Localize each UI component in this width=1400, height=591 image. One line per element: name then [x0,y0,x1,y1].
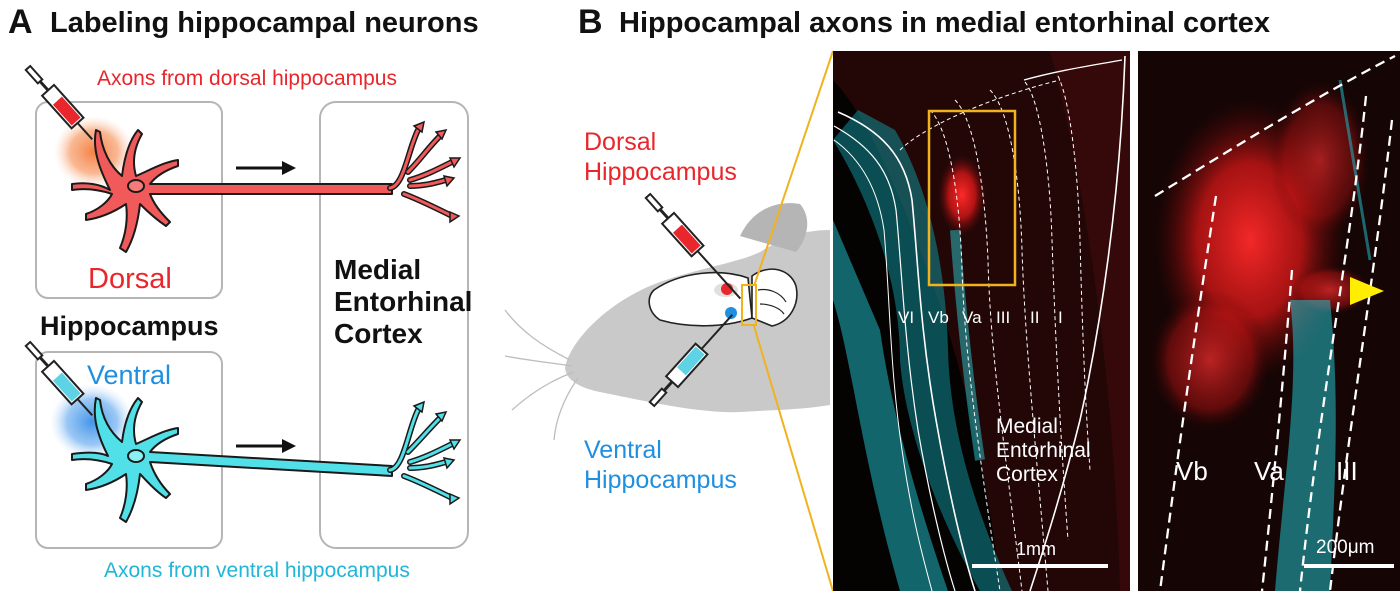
micrograph-overview [833,51,1130,591]
arrowhead-icon [1350,277,1384,305]
layer-label-iii: III [996,308,1011,327]
ventral-neuron [71,397,393,523]
hippocampus-label: Hippocampus [40,311,219,341]
layer-label-va: Va [962,308,982,327]
mec-box [319,101,469,549]
label-line: Cortex [996,463,1058,486]
mec-label: Medial Entorhinal Cortex [334,254,472,350]
panel-b-letter: B [578,3,603,41]
label-line: Medial [996,415,1058,438]
zoom-layer-vb: Vb [1176,456,1208,486]
scale-bar-label: 1mm [1016,539,1056,559]
dorsal-axon-terminal [387,127,455,219]
label-line: Ventral [584,436,662,464]
layer-label-ii: II [1030,308,1040,327]
layer-label-vb: Vb [928,308,949,327]
layer-label-i: I [1058,308,1063,327]
label-line: Hippocampus [584,158,737,186]
mec-location-box [741,284,757,326]
micrograph-zoom [1138,51,1400,591]
panel-b-title: Hippocampal axons in medial entorhinal c… [619,7,1271,39]
panel-a-title: Labeling hippocampal neurons [50,7,479,39]
arrow-right-icon [236,161,296,175]
ventral-neuron-box [35,351,223,549]
zoom-layer-va: Va [1254,456,1284,486]
syringe-icon [648,314,734,408]
dorsal-label: Dorsal [88,263,172,295]
mec-label-line: Entorhinal [334,286,473,317]
label-line: Hippocampus [584,466,737,494]
syringe-icon [24,340,93,417]
zoom-layer-iii: III [1336,456,1358,486]
panel-a-letter: A [8,3,33,41]
ventral-axons-label: Axons from ventral hippocampus [104,559,410,582]
mec-label-line: Medial [334,254,422,285]
mec-label-line: Cortex [334,318,423,349]
ventral-hippocampus-label: Ventral Hippocampus [584,435,737,495]
syringe-icon [24,64,93,141]
dorsal-hippocampus-label: Dorsal Hippocampus [584,127,737,187]
layer-label-vi: VI [898,308,915,327]
syringe-icon [644,192,742,300]
zoom-line [753,50,834,287]
arrow-right-icon [236,439,296,453]
mec-micro-label: Medial Entorhinal Cortex [996,415,1091,487]
ventral-label: Ventral [87,360,172,390]
dorsal-neuron-box [35,101,223,299]
rat-head-illustration [504,203,830,441]
dorsal-neuron [71,129,393,253]
label-line: Dorsal [584,128,657,156]
dorsal-axons-label: Axons from dorsal hippocampus [97,67,397,90]
ventral-axon-terminal [387,407,455,501]
label-line: Entorhinal [996,439,1091,462]
scale-bar-label: 200μm [1316,537,1375,558]
zoom-line [753,325,834,591]
